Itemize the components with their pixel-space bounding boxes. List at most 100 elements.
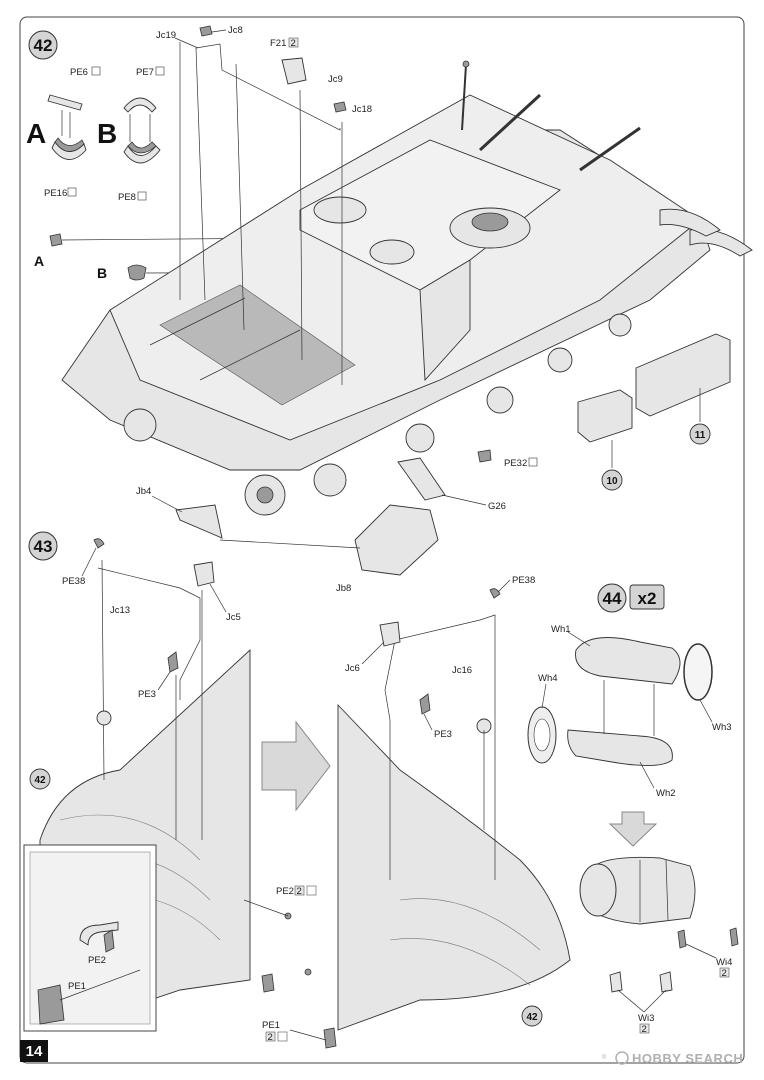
wh2-drum-bottom [567,729,673,766]
ref-42-number-b: 42 [526,1012,538,1023]
placement-b-label: B [97,265,107,281]
pe2-quantity: 2 [297,886,302,897]
label-pe2-inset: PE2 [88,955,106,966]
label-jb8: Jb8 [336,583,351,594]
label-pe1-inset: PE1 [68,981,86,992]
wi3-quantity: 2 [642,1024,647,1035]
watermark-registered: ® [602,1054,607,1061]
step-42-badge [28,30,58,60]
pe16-part [51,137,87,160]
watermark-brand: HOBBY SEARCH [632,1051,743,1066]
step-43-number: 43 [34,537,53,556]
jc6-part [379,621,401,647]
label-jc16: Jc16 [452,665,472,676]
variant-b-label: B [97,118,117,149]
f21-quantity: 2 [291,38,296,49]
jb4-part [175,504,223,539]
pe16-mark [67,187,77,197]
jc13-rail [97,567,201,700]
label-jc8: Jc8 [228,25,243,36]
placement-a-part [49,233,63,247]
pe1-quantity: 2 [268,1032,273,1043]
ref-42-badge-a [29,768,51,790]
label-pe38-b: PE38 [512,575,535,586]
step-arrow-right [261,720,331,812]
tank-hull [61,60,753,516]
pe1-part [261,973,275,993]
jb8-part [354,504,439,576]
watermark: ® HOBBY SEARCH [602,1051,743,1066]
pe32-mark [528,457,538,467]
pe2-mark [306,885,317,896]
step-44-arrow-down [608,811,658,847]
step-44-multiplier: x2 [638,589,657,608]
label-jc9: Jc9 [328,74,343,85]
label-pe7: PE7 [136,67,154,78]
ref-11-badge [689,423,711,445]
label-pe8: PE8 [118,192,136,203]
ref-42-number-a: 42 [34,775,46,786]
label-wh1: Wh1 [551,624,571,635]
wh1-drum-top [575,637,681,685]
assembled-drum [587,856,696,925]
wi4-quantity: 2 [722,968,727,979]
stowage-box-10 [577,389,633,443]
watermark-logo-icon [615,1051,629,1065]
ref-42-badge-b [521,1005,543,1027]
page-number-box [20,1040,48,1062]
pe6-mark [91,66,101,76]
pe6-part [47,94,83,138]
handrails [179,42,343,385]
label-pe1: PE1 [262,1020,280,1031]
wi3-part-left [609,971,623,993]
step-43: 43 PE38 Jc13 Jc5 PE3 42 PE2 [23,531,571,1049]
pe1-mark [277,1031,288,1042]
label-wi4: Wi4 [716,957,732,968]
label-jc18: Jc18 [352,104,372,115]
pe3-part-b [419,693,431,715]
g26-part [397,457,446,501]
label-pe6: PE6 [70,67,88,78]
wi4-part [677,929,687,949]
label-jc6: Jc6 [345,663,360,674]
inset-detail: PE2 PE1 [23,844,157,1032]
pe7-part [123,97,157,142]
commander-hatch [369,239,415,265]
pe7-mark [155,66,165,76]
wh3-lid [683,643,713,701]
label-wh2: Wh2 [656,788,676,799]
label-jc19: Jc19 [156,30,176,41]
label-jc5: Jc5 [226,612,241,623]
pe8-mark [137,191,147,201]
fender-after [337,703,571,1031]
wi4-qty-box [719,967,730,978]
step-44: 44 x2 Wh1 Wh3 Wh4 Wh2 Wi4 2 Wi [527,583,739,1035]
step-43-badge [28,531,58,561]
pe32-part [477,449,492,463]
label-pe2: PE2 [276,886,294,897]
stowage-box-11 [635,333,731,417]
pe8-part [123,141,161,164]
pe2-qty-box [294,885,305,896]
rear-hatch [313,196,367,224]
label-wi3: Wi3 [638,1013,654,1024]
machine-gun-1 [478,93,542,152]
label-jc13: Jc13 [110,605,130,616]
label-wh3: Wh3 [712,722,732,733]
label-pe3-b: PE3 [434,729,452,740]
step-44-number: 44 [603,589,622,608]
engine-grille [159,284,356,406]
label-g26: G26 [488,501,506,512]
wi3-part-right [659,971,673,993]
label-jb4: Jb4 [136,486,151,497]
f21-box [288,37,299,48]
page-number: 14 [26,1043,43,1060]
label-pe3-a: PE3 [138,689,156,700]
label-pe32: PE32 [504,458,527,469]
pe38-part-b [489,588,501,599]
placement-b-part [127,264,147,281]
wi3-qty-box [639,1023,650,1034]
pe1-qty-box [265,1031,276,1042]
pe38-part-a [93,538,105,549]
